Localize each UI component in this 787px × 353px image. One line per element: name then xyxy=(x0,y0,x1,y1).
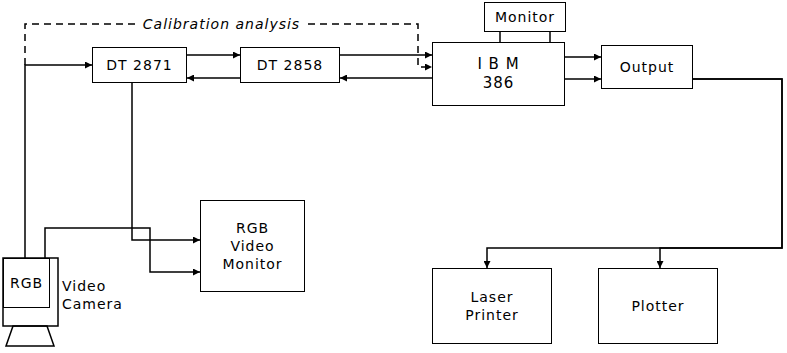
connector-arrow xyxy=(660,79,782,268)
node-label: DT 2858 xyxy=(257,56,323,74)
board-box: DT 2858 xyxy=(240,47,340,83)
node-label: Monitor xyxy=(495,8,555,26)
connector-arrow xyxy=(45,228,200,272)
printer-box: Laser Printer xyxy=(432,268,552,344)
plotter-box: Plotter xyxy=(598,268,718,344)
node-label: I B M 386 xyxy=(468,55,530,94)
connector-arrow xyxy=(340,77,432,79)
connector-arrow xyxy=(132,83,200,240)
connector-arrow xyxy=(499,32,501,42)
node-label: DT 2871 xyxy=(106,56,172,74)
connector-arrow xyxy=(487,79,782,268)
monitor-box: Monitor xyxy=(484,2,566,32)
connector-arrow xyxy=(549,32,551,42)
video-monitor-box: RGB Video Monitor xyxy=(200,200,305,292)
node-label: RGB xyxy=(10,274,43,292)
connector-arrow xyxy=(565,78,601,80)
camera-box: RGBVideo Camera xyxy=(3,258,50,308)
connector-arrow xyxy=(565,56,601,58)
connector-arrow xyxy=(340,54,432,56)
node-label: Laser Printer xyxy=(456,288,528,324)
camera-lens xyxy=(6,326,54,346)
connector-arrow xyxy=(187,77,240,79)
node-label: Plotter xyxy=(631,297,684,315)
camera-housing xyxy=(3,258,58,326)
connector-arrow xyxy=(187,54,240,56)
computer-box: I B M 386 xyxy=(432,42,565,106)
output-box: Output xyxy=(601,45,693,89)
board-box: DT 2871 xyxy=(92,47,187,83)
node-caption: Video Camera xyxy=(62,277,124,313)
connector-arrow xyxy=(25,65,92,258)
node-label: Output xyxy=(620,58,675,76)
node-label: RGB Video Monitor xyxy=(217,219,289,274)
edge-label: Calibration analysis xyxy=(139,16,304,32)
